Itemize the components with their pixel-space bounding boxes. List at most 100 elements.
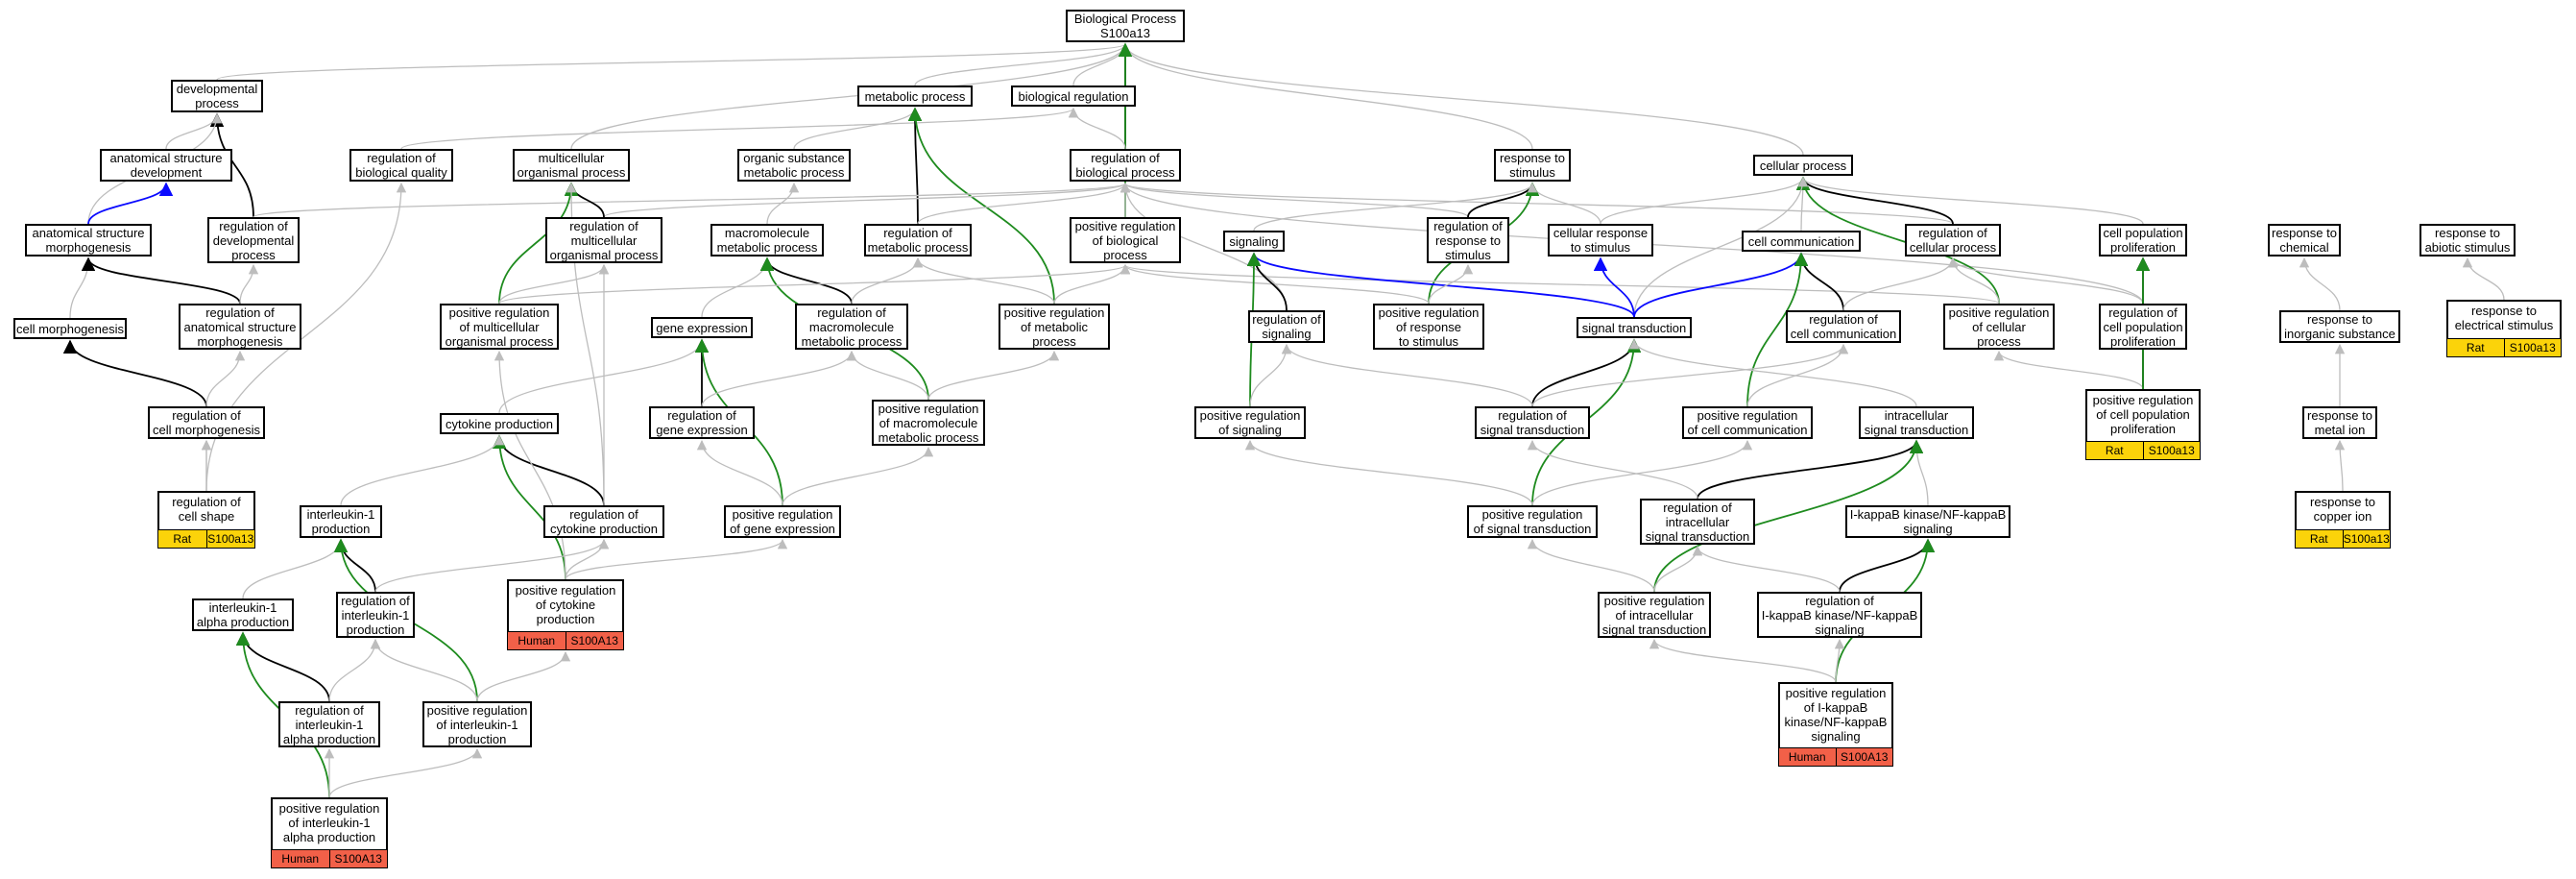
node-regulation-of-cellular-process[interactable]: regulation of cellular process [1905,224,2001,256]
node-anatomical-structure-development[interactable]: anatomical structure development [100,149,232,182]
node-regulation-of-i-kappab-kinase-nf-kappab-signaling[interactable]: regulation of I-kappaB kinase/NF-kappaB … [1757,592,1922,638]
node-label: regulation of biological process [1075,151,1175,180]
node-regulation-of-cell-shape[interactable]: regulation of cell shape [157,491,255,549]
edge-rist-to-ist [1697,439,1924,500]
edge-prcc-to-cc [1746,252,1809,407]
edge-rst-to-st [1531,338,1642,407]
node-label: regulation of signal transduction [1480,408,1585,437]
node-label: cell morphogenesis [15,321,124,336]
edge-prrs-to-rrs [1428,263,1474,305]
node-regulation-of-developmental-process[interactable]: regulation of developmental process [207,217,300,263]
node-positive-regulation-of-cell-communication[interactable]: positive regulation of cell communicatio… [1682,406,1813,439]
edge-st-to-sig [1246,252,1635,318]
node-regulation-of-biological-process[interactable]: regulation of biological process [1070,149,1181,182]
node-regulation-of-cytokine-production[interactable]: regulation of cytokine production [543,505,664,538]
node-positive-regulation-of-response-to-stimulus[interactable]: positive regulation of response to stimu… [1373,304,1484,350]
node-cell-population-proliferation[interactable]: cell population proliferation [2099,224,2187,256]
node-i-kappab-kinase-nf-kappab-signaling[interactable]: I-kappaB kinase/NF-kappaB signaling [1845,505,2010,538]
node-biological-process[interactable]: Biological Process S100a13 [1066,10,1185,42]
node-metabolic-process[interactable]: metabolic process [857,85,973,107]
node-label: cytokine production [445,416,553,431]
node-positive-regulation-of-biological-process[interactable]: positive regulation of biological proces… [1070,217,1181,263]
node-cell-morphogenesis[interactable]: cell morphogenesis [13,318,127,339]
node-regulation-of-signal-transduction[interactable]: regulation of signal transduction [1475,406,1590,439]
node-intracellular-signal-transduction[interactable]: intracellular signal transduction [1859,406,1974,439]
node-positive-regulation-of-signal-transduction[interactable]: positive regulation of signal transducti… [1467,505,1598,538]
gene-label: S100A13 [1841,750,1889,764]
node-response-to-chemical[interactable]: response to chemical [2268,224,2341,256]
node-regulation-of-gene-expression[interactable]: regulation of gene expression [649,406,755,439]
node-positive-regulation-of-interleukin-1-production[interactable]: positive regulation of interleukin-1 pro… [422,701,532,747]
node-response-to-metal-ion[interactable]: response to metal ion [2302,406,2377,439]
node-positive-regulation-of-cellular-process[interactable]: positive regulation of cellular process [1943,304,2055,350]
edge-rbp-to-breg [1068,107,1126,150]
node-label: regulation of macromolecule metabolic pr… [801,305,903,349]
edge-rcytp-to-cytp [492,434,605,506]
node-cellular-process[interactable]: cellular process [1753,155,1853,176]
node-organic-substance-metabolic-process[interactable]: organic substance metabolic process [737,149,851,182]
node-regulation-of-biological-quality[interactable]: regulation of biological quality [349,149,453,182]
node-biological-regulation[interactable]: biological regulation [1011,85,1136,107]
node-regulation-of-multicellular-organismal-process[interactable]: regulation of multicellular organismal p… [545,217,662,263]
node-label: cell communication [1747,233,1855,249]
node-response-to-inorganic-substance[interactable]: response to inorganic substance [2279,310,2400,343]
node-developmental-process[interactable]: developmental process [171,80,263,112]
node-regulation-of-signaling[interactable]: regulation of signaling [1248,310,1325,343]
node-label: response to metal ion [2307,408,2372,437]
node-multicellular-organismal-process[interactable]: multicellular organismal process [513,149,630,182]
node-positive-regulation-of-gene-expression[interactable]: positive regulation of gene expression [724,505,841,538]
node-regulation-of-response-to-stimulus[interactable]: regulation of response to stimulus [1427,217,1509,263]
edge-rts-to-bp [1119,42,1533,150]
species-label: Human [272,850,330,867]
node-gene-expression[interactable]: gene expression [651,317,753,338]
edge-rmop-to-mop [564,182,605,218]
edge-cp-to-bp [1119,42,1804,156]
edge-sig-to-rts [1253,182,1538,232]
edge-rmmp-to-mmp [759,256,853,305]
node-response-to-abiotic-stimulus[interactable]: response to abiotic stimulus [2420,224,2516,256]
node-regulation-of-interleukin-1-alpha-production[interactable]: regulation of interleukin-1 alpha produc… [278,701,380,747]
node-label: macromolecule metabolic process [716,226,818,255]
node-macromolecule-metabolic-process[interactable]: macromolecule metabolic process [710,224,824,256]
node-interleukin-1-production[interactable]: interleukin-1 production [300,505,382,538]
node-anatomical-structure-morphogenesis[interactable]: anatomical structure morphogenesis [25,224,152,256]
edge-dev-to-bp [216,42,1130,81]
node-label: response to electrical stimulus [2454,304,2554,332]
edge-rbq-to-breg [400,107,1078,150]
node-regulation-of-macromolecule-metabolic-process[interactable]: regulation of macromolecule metabolic pr… [795,304,908,350]
node-cell-communication[interactable]: cell communication [1742,231,1861,252]
node-positive-regulation-of-intracellular-signal-transduction[interactable]: positive regulation of intracellular sig… [1598,592,1711,638]
edge-rge-to-rmmp [701,350,857,407]
node-positive-regulation-of-metabolic-process[interactable]: positive regulation of metabolic process [999,304,1110,350]
edge-rcp-to-rbp [1120,182,1954,225]
node-regulation-of-cell-morphogenesis[interactable]: regulation of cell morphogenesis [148,406,265,439]
node-regulation-of-cell-communication[interactable]: regulation of cell communication [1786,310,1901,343]
edge-rtes-to-rtas [2462,256,2505,301]
node-regulation-of-cell-population-proliferation[interactable]: regulation of cell population proliferat… [2099,304,2187,350]
edge-rcc-to-cc [1794,252,1844,311]
edge-rcmo-to-rasm [205,350,246,407]
node-label: positive regulation of gene expression [730,507,835,536]
edge-pril1p-to-prcytp [476,650,571,702]
node-cytokine-production[interactable]: cytokine production [440,413,559,434]
node-label: positive regulation of response to stimu… [1378,305,1480,349]
node-regulation-of-intracellular-signal-transduction[interactable]: regulation of intracellular signal trans… [1640,499,1755,545]
node-regulation-of-anatomical-structure-morphogenesis[interactable]: regulation of anatomical structure morph… [179,304,301,350]
gene-label: S100a13 [2148,444,2195,457]
node-signal-transduction[interactable]: signal transduction [1577,317,1692,338]
node-positive-regulation-of-macromolecule-metabolic-process[interactable]: positive regulation of macromolecule met… [872,400,985,446]
species-label: Rat [2086,442,2144,459]
node-positive-regulation-of-multicellular-organismal-process[interactable]: positive regulation of multicellular org… [440,304,559,350]
node-regulation-of-metabolic-process[interactable]: regulation of metabolic process [864,224,972,256]
node-label: interleukin-1 production [306,507,375,536]
node-interleukin-1-alpha-production[interactable]: interleukin-1 alpha production [192,598,294,631]
node-positive-regulation-of-signaling[interactable]: positive regulation of signaling [1194,406,1306,439]
node-signaling[interactable]: signaling [1223,231,1285,252]
edge-prist-to-rist [1653,545,1703,593]
node-regulation-of-interleukin-1-production[interactable]: regulation of interleukin-1 production [336,592,415,638]
node-response-to-stimulus[interactable]: response to stimulus [1494,149,1571,182]
node-cellular-response-to-stimulus[interactable]: cellular response to stimulus [1548,224,1653,256]
